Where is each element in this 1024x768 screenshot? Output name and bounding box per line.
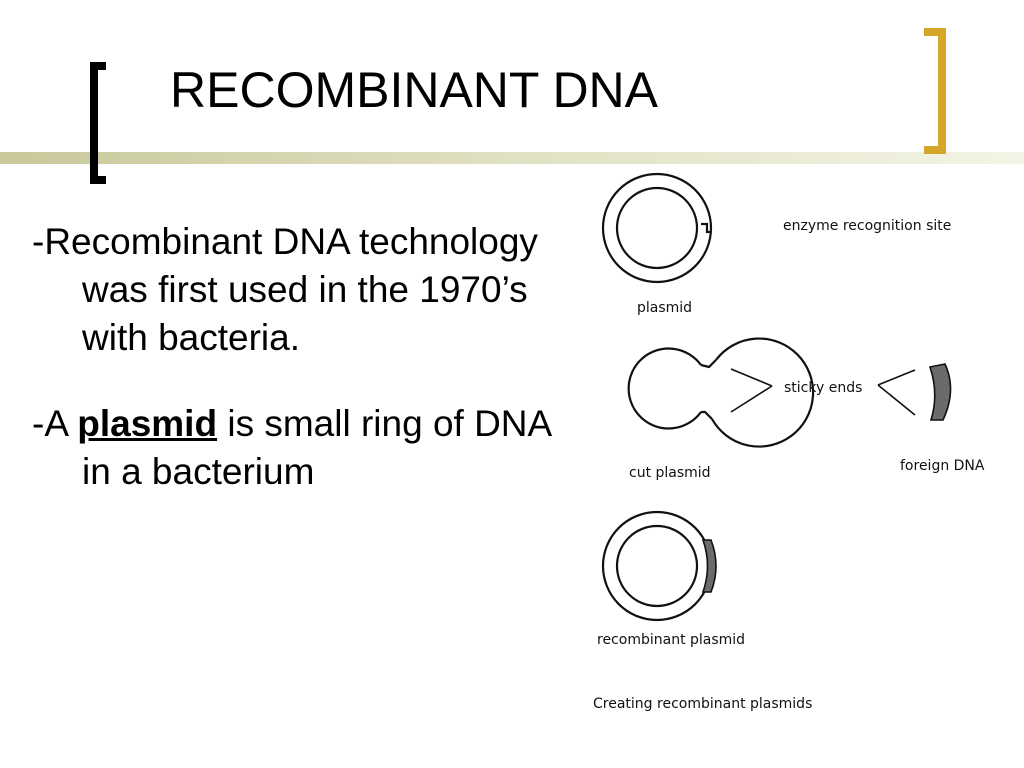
right-bracket-decoration — [924, 28, 946, 154]
bullet-list: -Recombinant DNA technology was first us… — [32, 218, 580, 496]
recombinant-plasmid-label: recombinant plasmid — [597, 632, 745, 648]
inserted-foreign-dna — [701, 539, 717, 593]
sticky-ends-pointer-left — [730, 368, 773, 413]
cut-plasmid-ring — [627, 337, 815, 448]
bullet-suffix: is small ring of DNA in a bacterium — [82, 403, 551, 492]
bullet-plasmid-definition: -A plasmid is small ring of DNA in a bac… — [32, 400, 580, 496]
bullet-prefix: -A — [32, 403, 78, 444]
foreign-dna-fragment — [928, 363, 952, 421]
plasmid-ring — [601, 172, 713, 284]
recombinant-plasmid-diagram: plasmid enzyme recognition site sticky e… — [585, 168, 1015, 723]
plasmid-label: plasmid — [637, 300, 692, 316]
left-bracket-decoration — [90, 62, 106, 184]
bullet-recombinant-history: -Recombinant DNA technology was first us… — [32, 221, 538, 358]
sticky-ends-pointer-right — [877, 369, 916, 416]
figure-caption: Creating recombinant plasmids — [593, 696, 812, 712]
plasmid-keyword: plasmid — [77, 403, 218, 444]
enzyme-site-label: enzyme recognition site — [783, 218, 951, 234]
slide-title: RECOMBINANT DNA — [170, 62, 659, 118]
foreign-dna-label: foreign DNA — [900, 458, 985, 474]
cut-plasmid-label: cut plasmid — [629, 465, 711, 481]
title-underline-bar — [0, 152, 1024, 164]
recombinant-plasmid-ring — [601, 510, 713, 622]
sticky-ends-label: sticky ends — [784, 380, 862, 396]
